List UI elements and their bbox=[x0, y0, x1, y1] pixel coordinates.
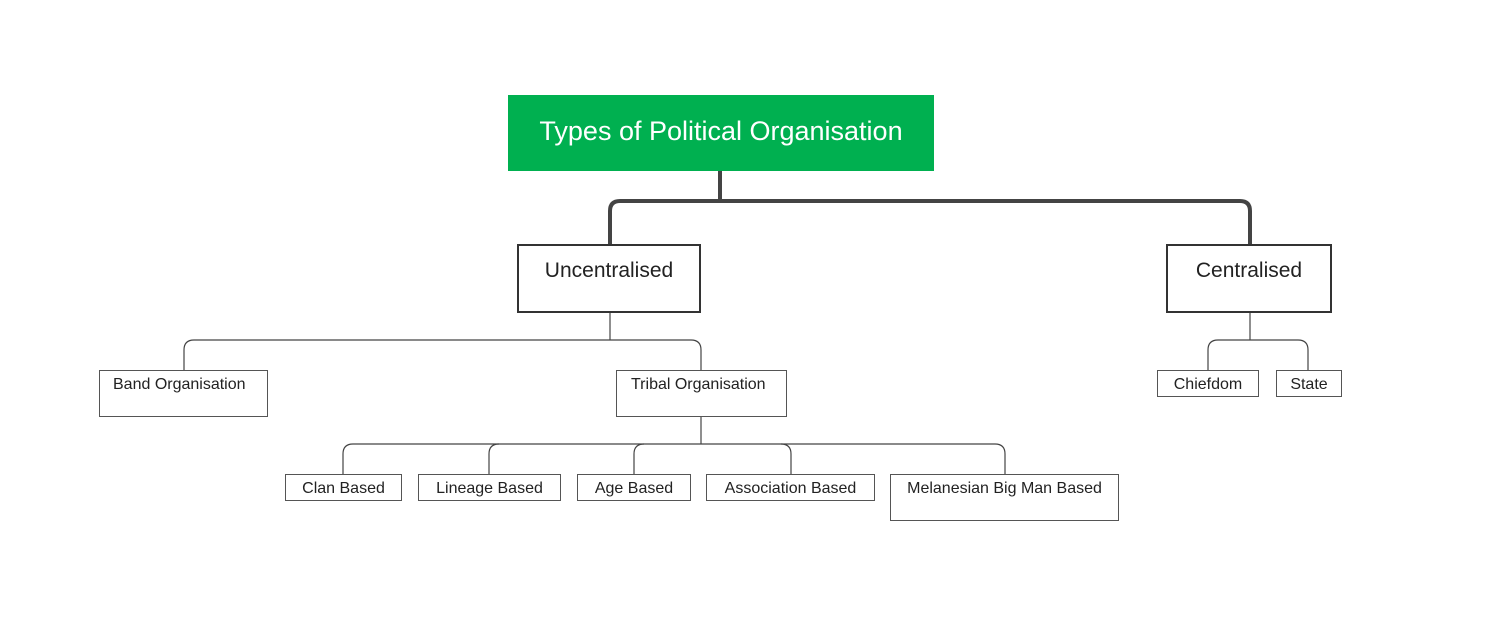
connector-tribal-lineage bbox=[488, 443, 500, 474]
age-based-node: Age Based bbox=[577, 474, 691, 501]
band-organisation-label: Band Organisation bbox=[113, 376, 246, 393]
connector-tribal-branches bbox=[342, 443, 1006, 474]
clan-based-node: Clan Based bbox=[285, 474, 402, 501]
connector-tribal-association bbox=[780, 443, 792, 474]
uncentralised-node: Uncentralised bbox=[517, 244, 701, 313]
connector-uncentralised-branches bbox=[183, 339, 702, 370]
association-based-node: Association Based bbox=[706, 474, 875, 501]
band-organisation-node: Band Organisation bbox=[99, 370, 268, 417]
root-node-label: Types of Political Organisation bbox=[539, 115, 903, 146]
lineage-based-label: Lineage Based bbox=[436, 480, 543, 497]
root-node: Types of Political Organisation bbox=[508, 95, 934, 171]
chiefdom-label: Chiefdom bbox=[1173, 376, 1243, 393]
melanesian-big-man-based-label: Melanesian Big Man Based bbox=[907, 480, 1102, 497]
chiefdom-node: Chiefdom bbox=[1157, 370, 1259, 397]
tribal-organisation-node: Tribal Organisation bbox=[616, 370, 787, 417]
centralised-node: Centralised bbox=[1166, 244, 1332, 313]
uncentralised-node-label: Uncentralised bbox=[544, 259, 674, 282]
melanesian-big-man-based-node: Melanesian Big Man Based bbox=[890, 474, 1119, 521]
tribal-organisation-label: Tribal Organisation bbox=[631, 376, 766, 393]
clan-based-label: Clan Based bbox=[302, 480, 385, 497]
lineage-based-node: Lineage Based bbox=[418, 474, 561, 501]
state-node: State bbox=[1276, 370, 1342, 397]
state-label: State bbox=[1290, 376, 1328, 393]
age-based-label: Age Based bbox=[594, 480, 674, 497]
connector-centralised-branches bbox=[1207, 339, 1309, 370]
connector-tribal-age bbox=[633, 443, 645, 474]
association-based-label: Association Based bbox=[724, 480, 857, 497]
centralised-node-label: Centralised bbox=[1195, 259, 1303, 282]
connector-root-branches bbox=[608, 199, 1252, 244]
